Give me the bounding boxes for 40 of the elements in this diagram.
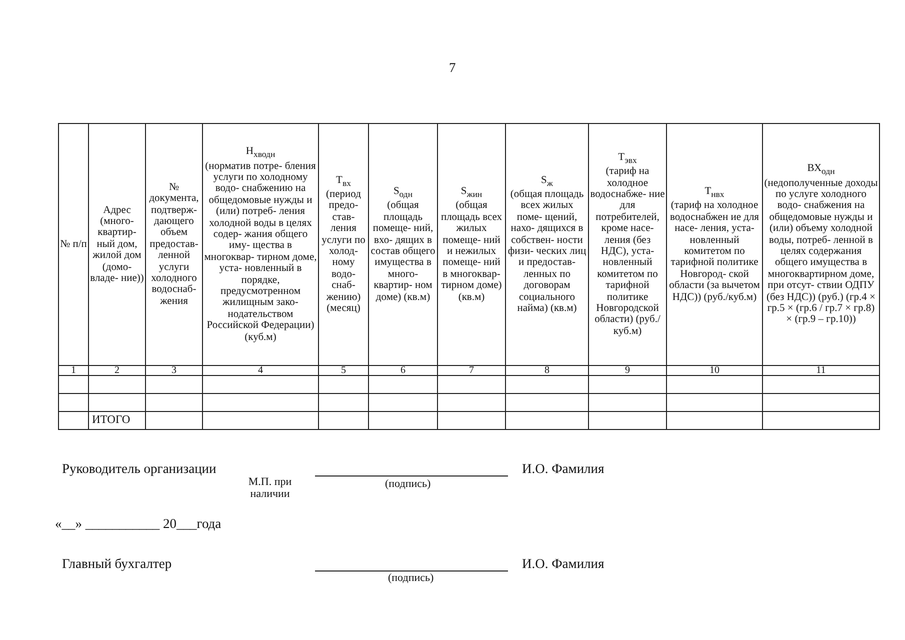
- column-number: 8: [544, 365, 550, 376]
- column-number: 10: [710, 365, 720, 376]
- column-heading: (норматив потре- бления услуги по холодному водо- снабжению на общедомовые нужды и (или) потреб- ления холодной воды в целях содер- жания общего иму- щества в многоквар- тирном доме, уста- новленный в порядке, предусмотренном жилищным зако- нодательством Российской Федерации)(куб.м): [204, 160, 317, 343]
- column-number: 3: [172, 365, 176, 376]
- column-symbol: Н$_{хводн}$: [244, 146, 276, 160]
- signer-name: И.О. Фамилия: [522, 461, 604, 477]
- column-heading: (общая площадь всех жилых помеще- ний и нежилых помеще- ний в многоквар- тирном доме) (кв.м): [440, 200, 504, 304]
- column-number: 11: [816, 365, 826, 376]
- column-symbol: S$_{одн}$: [392, 186, 414, 200]
- signer-name: И.О. Фамилия: [522, 556, 604, 572]
- column-symbol: ВХ$_{одн}$: [806, 163, 836, 178]
- page-number: 7: [449, 60, 456, 76]
- column-number: 7: [469, 365, 474, 376]
- column-symbol: Т$_{нвх}$: [704, 186, 726, 200]
- column-number: 9: [625, 365, 630, 376]
- column-number: 4: [258, 365, 263, 376]
- stamp-note: М.П. при наличии: [247, 476, 293, 500]
- column-heading: (тариф на холодное водоснабже- ние для потребителей, кроме насе- ления (без НДС), уста- новленный комитетом по тарифной политике Новгородской области) (руб./куб.м): [590, 166, 665, 338]
- column-symbol: S$_{жин}$: [460, 186, 484, 200]
- column-heading: (тариф на холодное водоснабжен ие для насе- ления, уста- новленный комитетом по тарифной политике Новгород- ской области (за вычетом НДС)) (руб./куб.м): [668, 200, 761, 304]
- column-heading: (общая площадь помеще- ний, вхо- дящих в состав общего имущества в много- квартир- ном доме) (кв.м): [370, 200, 436, 304]
- column-heading: № п/п: [60, 238, 87, 250]
- column-heading: (период предо- став- ления услуги по холод- ному водо- снаб- жению) (месяц): [320, 189, 366, 314]
- signatory-title: Руководитель организации: [62, 461, 216, 477]
- column-heading: Адрес (много- квартир- ный дом, жилой дом (домо- владе- ние)): [90, 204, 144, 284]
- signature-caption: (подпись): [388, 572, 434, 584]
- column-number: 1: [71, 365, 76, 376]
- column-heading: № документа, подтверж- дающего объем предостав- ленной услуги холодного водоснаб- жения: [148, 182, 200, 308]
- column-heading: (общая площадь всех жилых поме- щений, нахо- дящихся в собствен- ности физи- ческих лиц и предостав- ленных по договорам социального найма) (кв.м): [507, 189, 587, 314]
- column-symbol: S$_{ж}$: [540, 174, 554, 190]
- column-heading: (недополученные доходы по услуге холодного водо- снабжения на общедомовые нужды и (или) объему холодной воды, потреб- ленной в целях содержания общего имущества в многоквартирном доме, при отсут- ствии ОДПУ (без НДС)) (руб.) (гр.4 × гр.5 × (гр.6 / гр.7 × гр.8) × (гр.9 – гр.10)): [764, 178, 878, 326]
- column-number: 6: [400, 365, 406, 376]
- signature-caption: (подпись): [385, 478, 431, 490]
- column-symbol: Т$_{эвх}$: [617, 152, 638, 166]
- column-symbol: Т$_{вх}$: [335, 174, 352, 190]
- date-line-text: «__» ___________ 20___года: [55, 516, 222, 532]
- column-number: 5: [341, 365, 346, 376]
- column-number: 2: [114, 365, 120, 376]
- signatory-title: Главный бухгалтер: [62, 556, 172, 572]
- total-label: ИТОГО: [92, 414, 130, 426]
